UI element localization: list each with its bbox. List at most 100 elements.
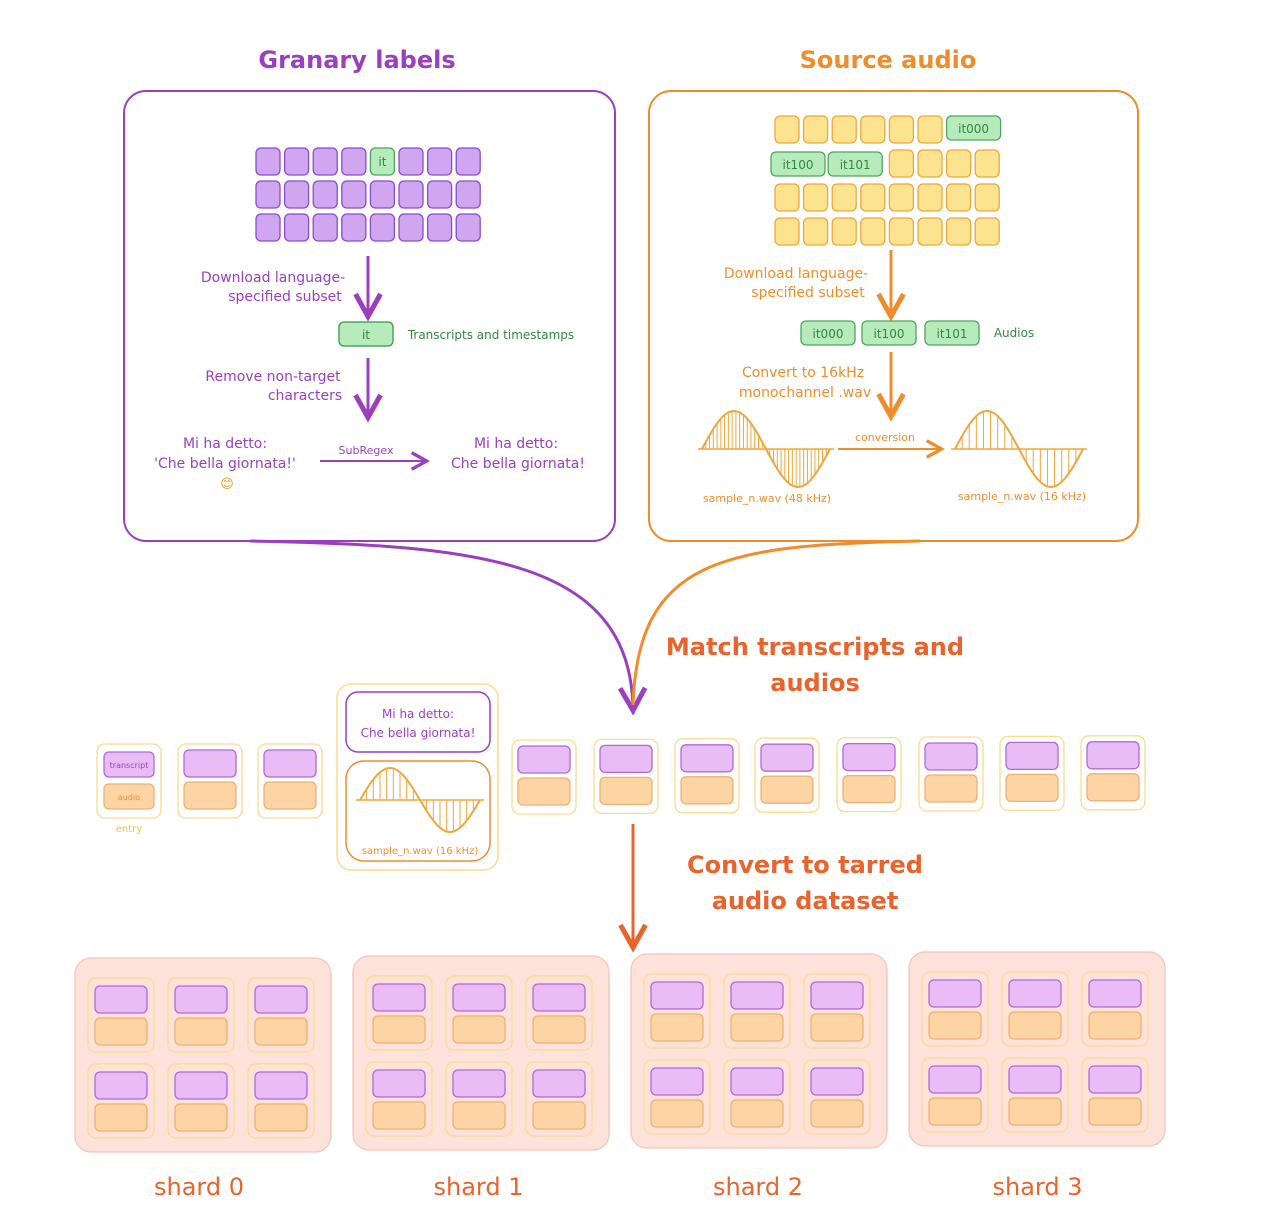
source-audio-cell <box>802 183 829 212</box>
entry-audio-slot <box>680 776 734 805</box>
shard-audio-slot <box>254 1103 308 1132</box>
source-grid-badge-text: it101 <box>840 158 871 172</box>
granary-subset-badge <box>338 321 394 347</box>
shard-transcript-slot <box>650 1067 704 1096</box>
granary-label-cell <box>283 213 310 242</box>
entry-audio-slot <box>760 775 814 804</box>
source-subset-badge <box>924 320 980 346</box>
shard-audio-slot <box>810 1099 864 1128</box>
source-subset-badge-text: it101 <box>937 327 968 341</box>
shard-label: shard 3 <box>993 1173 1083 1201</box>
shard-transcript-slot <box>532 1069 586 1098</box>
subregex-label: SubRegex <box>339 444 394 457</box>
entry-transcript-slot <box>263 749 317 778</box>
entry-transcript-slot <box>760 743 814 772</box>
legend-transcript-slot <box>103 751 155 778</box>
granary-label-cell <box>426 147 453 176</box>
matched-entries-row: transcript audio entry Mi ha detto: Che … <box>96 683 1146 871</box>
entry-audio-slot <box>517 777 571 806</box>
shard-audio-slot <box>928 1097 982 1126</box>
source-audio-cell <box>831 217 857 246</box>
shard-transcript-slot <box>94 985 148 1014</box>
source-audio-cell <box>888 217 915 246</box>
shard-audio-slot <box>650 1013 704 1042</box>
shard-audio-slot <box>452 1101 506 1130</box>
granary-after-text-2: Che bella giornata! <box>451 456 585 472</box>
shard-audio-slot <box>532 1015 586 1044</box>
legend-audio-text: audio <box>118 793 140 802</box>
source-subset-badge-text: it000 <box>813 327 844 341</box>
entry-transcript-slot <box>599 744 653 774</box>
granary-label-cell <box>312 180 338 209</box>
granary-label-cell <box>426 180 453 209</box>
shard-audio-slot <box>1088 1011 1142 1040</box>
source-audio-cell <box>945 149 972 178</box>
shard-transcript-slot <box>452 983 506 1012</box>
shard-audio-slot <box>174 1017 228 1046</box>
source-audio-cell <box>888 115 915 144</box>
shard-transcript-slot <box>254 985 308 1014</box>
granary-label-cell <box>369 180 396 209</box>
granary-grid-badge-text: it <box>378 155 386 169</box>
shard-transcript-slot <box>928 1065 982 1094</box>
shard-transcript-slot <box>254 1071 308 1100</box>
granary-label-cell <box>255 180 281 209</box>
wave-curve <box>954 409 1084 489</box>
source-grid-badge <box>945 115 1002 141</box>
shard-transcript-slot <box>1088 979 1142 1008</box>
source-audio-cell <box>945 217 972 246</box>
shard-audio-slot <box>174 1103 228 1132</box>
granary-label-cell <box>312 213 338 242</box>
granary-title: Granary labels <box>258 46 455 74</box>
granary-step2-label: Remove non-target <box>205 369 341 385</box>
source-audio-cell <box>945 183 972 212</box>
granary-label-cell <box>398 180 424 209</box>
shard-transcript-slot <box>810 1067 864 1096</box>
shard-transcript-slot <box>452 1069 506 1098</box>
convert-label: Convert to tarred <box>687 851 923 879</box>
source-audio-cell <box>802 115 829 144</box>
shard-audio-slot <box>94 1017 148 1046</box>
expanded-transcript-box <box>345 691 491 753</box>
entry-audio-slot <box>1086 773 1140 802</box>
granary-label-cell <box>398 213 424 242</box>
shard-transcript-slot <box>810 981 864 1010</box>
source-audio-cell <box>974 183 1000 212</box>
granary-label-cell <box>455 213 481 242</box>
shard-transcript-slot <box>94 1071 148 1100</box>
entry-transcript-slot <box>1005 741 1059 771</box>
source-audio-cell <box>774 115 800 144</box>
shard-audio-slot <box>254 1017 308 1046</box>
shard-audio-slot <box>1008 1097 1062 1126</box>
shard-audio-slot <box>810 1013 864 1042</box>
source-audio-cell <box>831 115 857 144</box>
wave-curve <box>701 409 831 489</box>
shard-audio-slot <box>532 1101 586 1130</box>
convert-label-2: audio dataset <box>712 887 899 915</box>
source-audio-cell <box>802 217 829 246</box>
granary-label-cell <box>455 147 481 176</box>
granary-label-cell <box>455 180 481 209</box>
source-audio-cell <box>774 183 800 212</box>
shard-audio-slot <box>1008 1011 1062 1040</box>
granary-label-cell <box>369 213 396 242</box>
granary-label-cell <box>426 213 453 242</box>
granary-step1-label: Download language- <box>201 270 345 286</box>
conversion-label: conversion <box>855 431 915 444</box>
source-grid-badge <box>770 151 826 177</box>
granary-label-cell <box>312 147 338 176</box>
shard-audio-slot <box>650 1099 704 1128</box>
source-grid-badge-text: it100 <box>783 158 814 172</box>
shard-transcript-slot <box>174 1071 228 1100</box>
legend-transcript-text: transcript <box>110 761 149 770</box>
source-step1-label: Download language- <box>724 266 868 282</box>
granary-label-cell <box>283 147 310 176</box>
source-grid-badge-text: it000 <box>958 122 989 136</box>
entry-audio-slot <box>599 776 653 806</box>
granary-label-cell <box>341 147 367 176</box>
shard-transcript-slot <box>372 1069 426 1098</box>
entry-transcript-slot <box>517 745 571 774</box>
